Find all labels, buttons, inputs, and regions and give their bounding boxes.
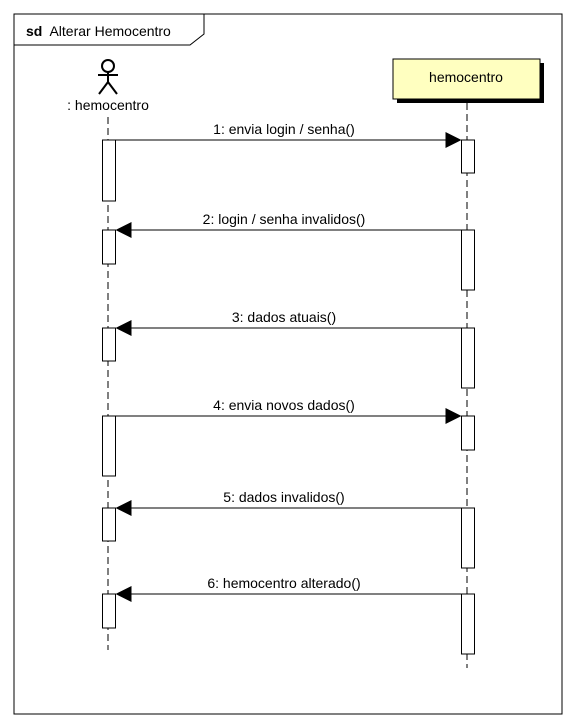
object-activation-5 [461, 507, 475, 569]
actor-activation-6 [102, 593, 116, 629]
message-arrowhead-5 [115, 500, 132, 516]
message-arrowhead-1 [445, 132, 462, 148]
object-activation-3 [461, 327, 475, 389]
frame-label-tab [13, 13, 205, 46]
message-label-5: 5: dados invalidos() [223, 489, 344, 505]
object-activation-1 [461, 139, 475, 174]
actor-activation-1 [102, 139, 116, 202]
frame-keyword: sd [26, 23, 42, 39]
message-label-2: 2: login / senha invalidos() [203, 211, 366, 227]
message-label-3: 3: dados atuais() [232, 309, 336, 325]
frame-title: Alterar Hemocentro [49, 23, 171, 39]
actor-activation-2 [102, 229, 116, 265]
messages-group: 1: envia login / senha() 2: login / senha… [102, 121, 475, 655]
message-label-1: 1: envia login / senha() [213, 121, 355, 137]
actor-activation-4 [102, 415, 116, 477]
actor-activation-5 [102, 507, 116, 542]
diagram-frame [13, 13, 563, 715]
object-activation-2 [461, 229, 475, 291]
message-label-6: 6: hemocentro alterado() [207, 575, 360, 591]
object-activation-6 [461, 593, 475, 655]
message-arrowhead-6 [115, 586, 132, 602]
actor-label: : hemocentro [67, 97, 149, 113]
object-box [392, 58, 541, 100]
actor-icon [98, 59, 118, 95]
message-arrowhead-2 [115, 222, 132, 238]
message-arrowhead-3 [115, 320, 132, 336]
object-label: hemocentro [429, 69, 503, 85]
frame-label: sd Alterar Hemocentro [26, 23, 171, 39]
actor-activation-3 [102, 327, 116, 362]
message-arrowhead-4 [445, 408, 462, 424]
message-label-4: 4: envia novos dados() [213, 397, 355, 413]
object-activation-4 [461, 415, 475, 451]
